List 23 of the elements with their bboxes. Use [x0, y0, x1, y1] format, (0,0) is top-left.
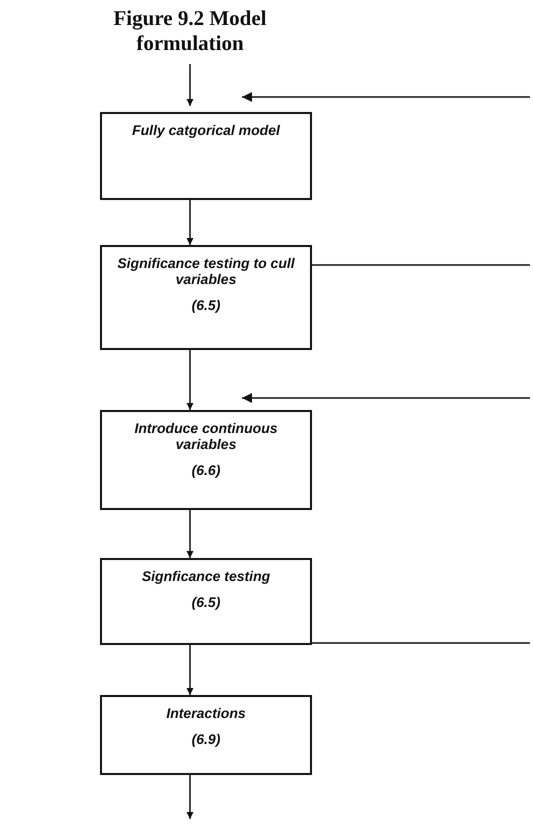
- step-label: Signficance testing: [142, 568, 270, 584]
- step-label: Fully catgorical model: [132, 122, 280, 138]
- section-reference: (6.5): [192, 594, 220, 610]
- step-label: Interactions: [166, 705, 246, 721]
- arrow: [186, 350, 194, 410]
- process-box: [100, 410, 312, 510]
- process-box: [100, 695, 312, 775]
- arrow: [186, 200, 194, 245]
- arrow: [242, 92, 530, 102]
- step-label: Introduce continuous variables: [133, 420, 279, 452]
- section-reference: (6.6): [192, 462, 220, 478]
- arrow: [186, 775, 194, 819]
- arrow: [186, 645, 194, 695]
- process-box: [100, 558, 312, 645]
- arrow: [242, 393, 530, 403]
- arrow: [186, 64, 194, 106]
- process-box: [100, 112, 312, 200]
- section-reference: (6.5): [192, 297, 220, 313]
- section-reference: (6.9): [192, 731, 220, 747]
- title: Figure 9.2 Model formulation: [112, 6, 268, 56]
- process-box: [100, 245, 312, 350]
- arrow: [186, 510, 194, 558]
- step-label: Significance testing to cull variables: [116, 255, 296, 287]
